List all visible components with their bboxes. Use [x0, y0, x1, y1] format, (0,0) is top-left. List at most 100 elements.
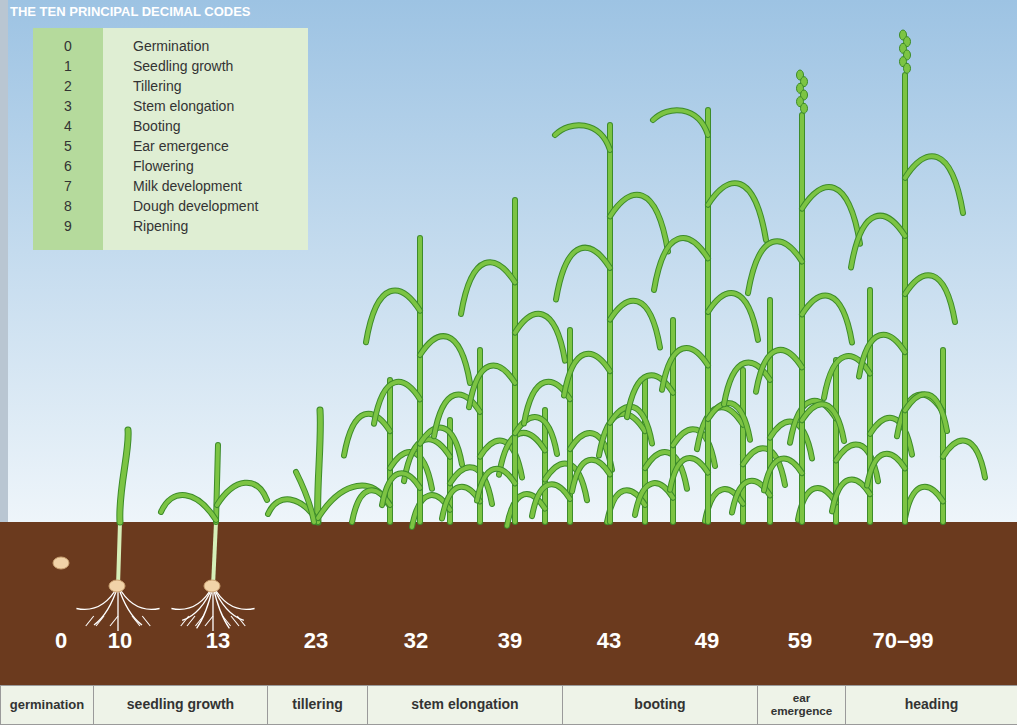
root — [212, 586, 213, 631]
plant-group — [53, 30, 985, 631]
stage-name: Stem elongation — [133, 98, 234, 114]
leaf-outline — [477, 469, 515, 501]
root-branch — [110, 616, 118, 626]
leaf — [654, 238, 708, 290]
leaf — [802, 404, 844, 441]
leaf — [499, 433, 545, 475]
leaf-outline — [442, 487, 480, 519]
stem — [800, 115, 804, 522]
stage-number: 32 — [404, 628, 428, 654]
root-branch — [142, 616, 150, 626]
stage-number: 49 — [695, 628, 719, 654]
leaf-outline — [532, 484, 570, 516]
flag-leaf — [653, 110, 708, 135]
shoot-below-ground — [118, 522, 120, 586]
leaf — [572, 460, 610, 492]
stage-band-ground — [0, 685, 1017, 725]
stage-band-label: tillering — [289, 697, 346, 712]
stem — [216, 445, 218, 522]
leaf — [420, 428, 462, 465]
stem-outline — [417, 238, 423, 522]
stem — [513, 200, 517, 522]
leaf-outline — [469, 366, 515, 408]
leaf — [905, 156, 963, 213]
stage-number: 43 — [597, 628, 621, 654]
leaf-outline — [461, 262, 515, 314]
stage-name: Flowering — [133, 158, 194, 174]
leaf — [461, 262, 515, 314]
leaf-outline — [161, 495, 216, 520]
leaf — [748, 241, 802, 293]
root — [117, 586, 118, 631]
flag-leaf — [555, 125, 610, 150]
stem — [706, 110, 710, 522]
leaf-outline — [420, 428, 462, 465]
leaf-outline — [654, 238, 708, 290]
stage-band-cell: germination — [0, 685, 94, 725]
diagram-title: THE TEN PRINCIPAL DECIMAL CODES — [10, 4, 251, 19]
root-branch — [187, 616, 195, 626]
leaf-outline — [859, 335, 905, 377]
leaf — [943, 441, 985, 478]
stage-number: 59 — [788, 628, 812, 654]
leaf — [708, 183, 766, 240]
leaf-outline — [905, 487, 943, 519]
leaf — [161, 495, 216, 520]
leaf-outline — [599, 414, 645, 456]
leaf-outline — [515, 314, 565, 361]
leaf-outline — [802, 296, 852, 343]
stage-band-label: heading — [902, 697, 962, 712]
shoot — [318, 410, 321, 522]
seed — [53, 557, 69, 569]
leaf-outline — [662, 348, 708, 390]
stage-band-label: germination — [7, 698, 87, 712]
leaf-outline — [217, 483, 267, 505]
decimal-code: 0 — [64, 38, 72, 54]
stem-outline — [512, 200, 518, 522]
leaf-outline — [670, 458, 708, 490]
coleoptile-outline — [120, 430, 128, 522]
leaf — [764, 459, 802, 491]
leaf-outline — [708, 293, 758, 340]
decimal-code: 3 — [64, 98, 72, 114]
leaf — [905, 275, 955, 322]
leaf — [442, 487, 480, 519]
leaf — [556, 248, 610, 300]
leaf — [662, 348, 708, 390]
stage-band-label: ear emergence — [758, 692, 845, 718]
root-branch — [205, 616, 213, 626]
coleoptile — [120, 430, 128, 522]
name-column — [103, 28, 308, 250]
leaf-outline — [748, 241, 802, 293]
leaf-outline — [851, 216, 905, 268]
leaf-outline — [867, 454, 905, 486]
stage-name: Dough development — [133, 198, 258, 214]
root — [213, 586, 255, 609]
leaf — [905, 394, 947, 431]
leaf — [469, 366, 515, 408]
stem-outline — [607, 125, 613, 522]
leaf — [610, 301, 660, 348]
leaf — [697, 407, 743, 449]
leaf — [802, 187, 860, 244]
stem-outline — [705, 110, 711, 522]
ear-spikelet — [904, 63, 911, 73]
stem — [903, 75, 907, 522]
stage-name: Tillering — [133, 78, 182, 94]
decimal-code: 8 — [64, 198, 72, 214]
stage-name: Germination — [133, 38, 209, 54]
leaf — [477, 469, 515, 501]
leaf — [366, 291, 420, 343]
stage-band-label: stem elongation — [408, 697, 521, 712]
stage-name: Ripening — [133, 218, 188, 234]
decimal-code: 2 — [64, 78, 72, 94]
leaf-outline — [564, 354, 610, 396]
leaf-outline — [382, 473, 420, 505]
shoot-outline — [318, 410, 321, 522]
root-branch — [237, 616, 245, 626]
decimal-code: 9 — [64, 218, 72, 234]
leaf-outline — [635, 483, 673, 515]
leaf-outline — [756, 350, 802, 392]
leaf — [532, 484, 570, 516]
stage-number: 39 — [498, 628, 522, 654]
